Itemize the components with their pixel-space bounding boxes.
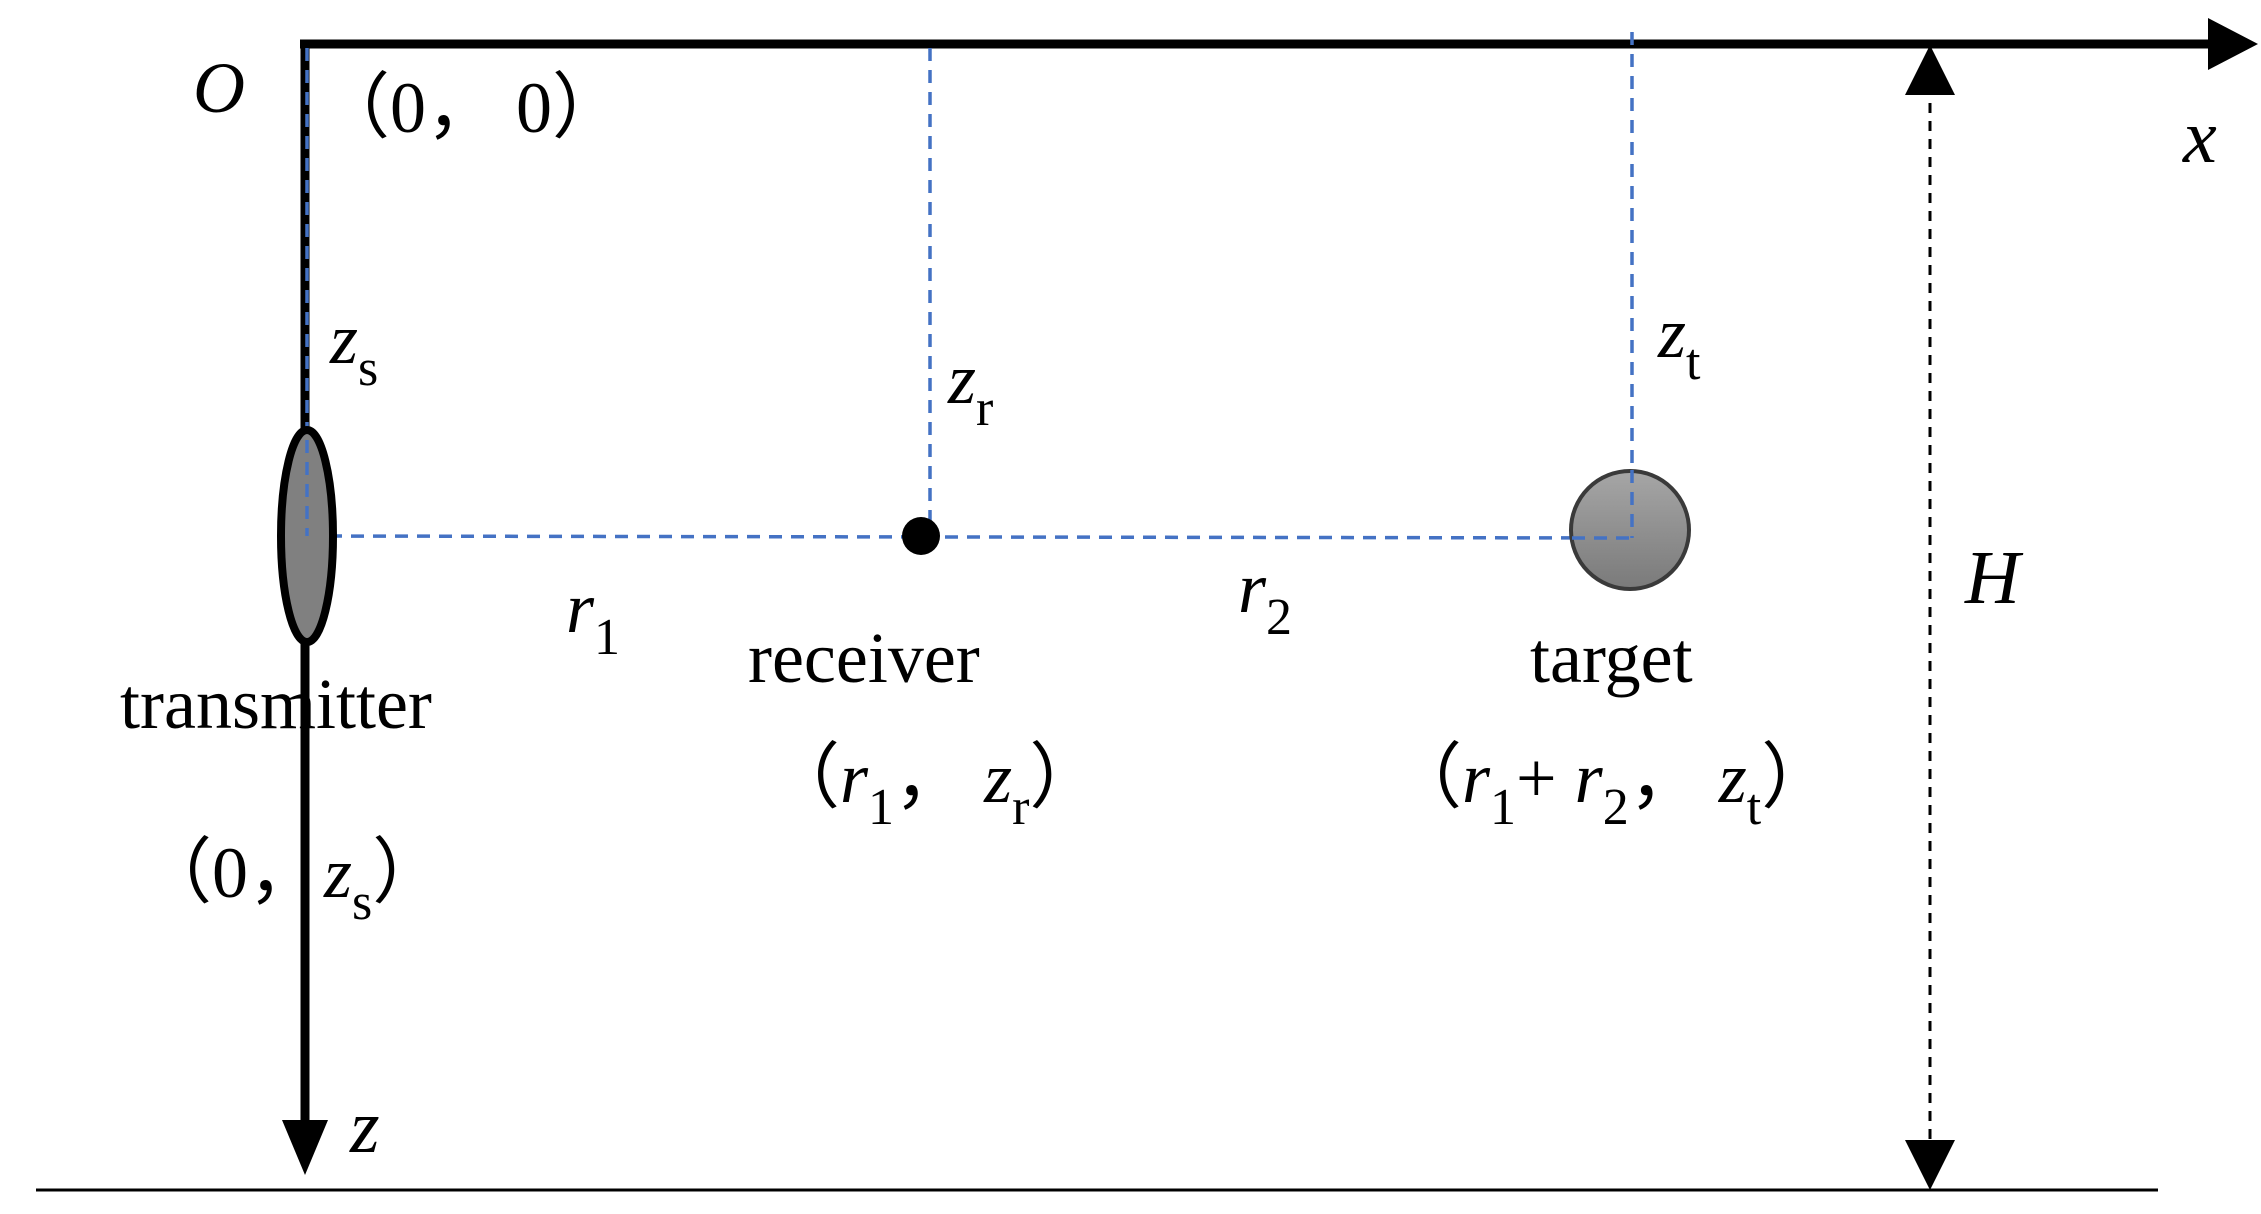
- receiver-coordinate: （r1， zr）: [768, 738, 1101, 836]
- target-sphere: [1569, 469, 1691, 591]
- depth-h-bottom-arrowhead: [1905, 1140, 1955, 1190]
- r1-label: r1: [566, 568, 620, 666]
- depth-h-top-arrowhead: [1905, 45, 1955, 95]
- z-axis-arrowhead: [282, 1120, 328, 1175]
- zs-label: zs: [329, 299, 378, 397]
- z-axis-label: z: [349, 1085, 380, 1169]
- depth-h-label: H: [1964, 536, 2024, 620]
- transmitter-coordinate: （0，zs）: [140, 833, 444, 931]
- origin-label: O: [193, 48, 245, 128]
- transmitter-label: transmitter: [120, 664, 432, 744]
- guide-horizontal-range: [306, 534, 1633, 540]
- receiver-label: receiver: [748, 618, 980, 698]
- r2-label: r2: [1238, 548, 1292, 646]
- x-axis-arrowhead: [2208, 18, 2258, 70]
- target-label: target: [1530, 618, 1693, 698]
- zt-label: zt: [1657, 293, 1701, 391]
- zr-label: zr: [947, 339, 993, 437]
- origin-coordinate: （0， 0）: [318, 68, 624, 148]
- receiver-point: [902, 517, 940, 555]
- target-coordinate: （r1+ r2， zt）: [1390, 738, 1833, 836]
- x-axis-label: x: [2182, 95, 2217, 179]
